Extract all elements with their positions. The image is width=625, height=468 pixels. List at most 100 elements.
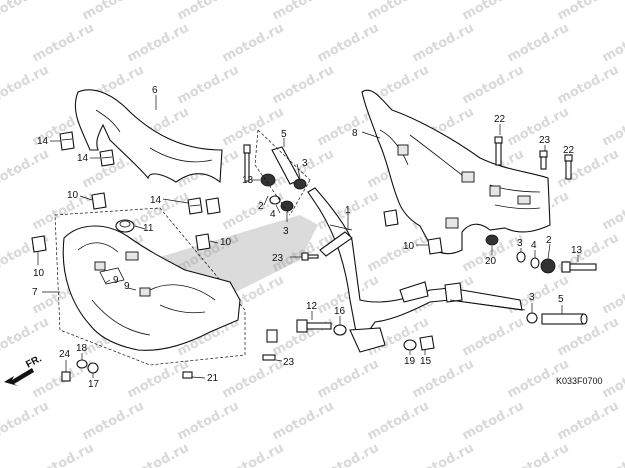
watermark-text: motod.ru xyxy=(80,0,147,24)
callout-23: 23 xyxy=(272,253,284,264)
callout-10: 10 xyxy=(33,268,45,279)
callout-8: 8 xyxy=(352,128,358,139)
collar-part-5b[interactable] xyxy=(541,313,588,325)
washer-part-4b[interactable] xyxy=(530,257,540,269)
watermark-text: motod.ru xyxy=(555,399,622,444)
callout-6: 6 xyxy=(152,85,158,96)
callout-23: 23 xyxy=(539,135,551,146)
watermark-text: motod.ru xyxy=(460,315,527,360)
watermark-text: motod.ru xyxy=(365,399,432,444)
watermark-text: motod.ru xyxy=(220,441,287,468)
grommet-part-17[interactable] xyxy=(87,362,99,374)
callout-14: 14 xyxy=(77,153,89,164)
rear-handlebar-cover-part-8[interactable] xyxy=(361,89,551,255)
watermark-text: motod.ru xyxy=(505,21,572,66)
callout-9: 9 xyxy=(113,275,119,286)
callout-3: 3 xyxy=(283,226,289,237)
bolt-part-23c[interactable] xyxy=(262,329,278,361)
watermark-text: motod.ru xyxy=(30,441,97,468)
callout-23: 23 xyxy=(283,357,295,368)
watermark-text: motod.ru xyxy=(315,357,382,402)
callout-4: 4 xyxy=(270,209,276,220)
clip-part-14b[interactable] xyxy=(99,149,115,167)
lower-front-cover-part-7[interactable] xyxy=(62,225,241,351)
washer-part-16[interactable] xyxy=(333,324,347,336)
clip-part-14c[interactable] xyxy=(187,197,203,215)
callout-5: 5 xyxy=(558,294,564,305)
washer-part-4a[interactable] xyxy=(269,195,281,205)
watermark-text: motod.ru xyxy=(600,273,625,318)
callout-4: 4 xyxy=(531,240,537,251)
rubber-part-2a[interactable] xyxy=(260,173,276,187)
rubber-part-3a[interactable] xyxy=(293,178,307,190)
watermark-text: motod.ru xyxy=(600,21,625,66)
callout-10: 10 xyxy=(220,237,232,248)
bolt-part-23a[interactable] xyxy=(539,150,548,170)
direction-label: FR. xyxy=(24,353,44,370)
watermark-text: motod.ru xyxy=(0,0,52,24)
bolt-part-23b[interactable] xyxy=(301,252,319,261)
upper-front-cover-part-6[interactable] xyxy=(74,89,223,184)
callout-13: 13 xyxy=(571,245,583,256)
callout-9: 9 xyxy=(124,281,130,292)
watermark-text: motod.ru xyxy=(0,63,52,108)
bolt-part-22a[interactable] xyxy=(494,136,503,166)
clip-nut-part-10c[interactable] xyxy=(31,235,47,253)
callout-20: 20 xyxy=(485,256,497,267)
rubber-part-2b[interactable] xyxy=(540,258,556,274)
watermark-text: motod.ru xyxy=(410,441,477,468)
watermark-text: motod.ru xyxy=(600,441,625,468)
watermark-text: motod.ru xyxy=(315,21,382,66)
callout-19: 19 xyxy=(404,356,416,367)
nut-part-15[interactable] xyxy=(419,335,435,351)
watermark-text: motod.ru xyxy=(30,21,97,66)
watermark-text: motod.ru xyxy=(220,357,287,402)
watermark-text: motod.ru xyxy=(125,21,192,66)
assembly-guide-lines xyxy=(254,129,311,216)
washer-part-19[interactable] xyxy=(403,339,417,351)
clip-part-14a[interactable] xyxy=(59,131,75,151)
watermark-text: motod.ru xyxy=(365,0,432,24)
callout-10: 10 xyxy=(67,190,79,201)
callout-16: 16 xyxy=(334,306,346,317)
watermark-text: motod.ru xyxy=(125,357,192,402)
watermark-text: motod.ru xyxy=(270,399,337,444)
callout-11: 11 xyxy=(143,223,154,234)
watermark-text: motod.ru xyxy=(460,0,527,24)
screw-part-21[interactable] xyxy=(182,371,193,379)
watermark-text: motod.ru xyxy=(555,0,622,24)
clip-nut-part-10e[interactable] xyxy=(383,209,399,227)
callout-2: 2 xyxy=(546,235,552,246)
watermark-text: motod.ru xyxy=(175,399,242,444)
grommet-part-11[interactable] xyxy=(115,219,135,233)
callout-3: 3 xyxy=(517,238,523,249)
bolt-part-13a[interactable] xyxy=(243,144,251,182)
callout-5: 5 xyxy=(281,129,287,140)
washer-part-18[interactable] xyxy=(76,359,88,369)
callout-10: 10 xyxy=(403,241,415,252)
clip-nut-part-10b[interactable] xyxy=(195,233,211,251)
callout-24: 24 xyxy=(59,349,71,360)
watermark-text: motod.ru xyxy=(600,189,625,234)
rubber-part-3b[interactable] xyxy=(280,200,294,212)
bolt-part-22b[interactable] xyxy=(564,154,573,180)
watermark-text: motod.ru xyxy=(0,399,52,444)
part-7-outline-box xyxy=(54,207,246,366)
bolt-part-24[interactable] xyxy=(61,371,71,382)
callout-2: 2 xyxy=(258,201,264,212)
diagram-code: K033F0700 xyxy=(556,376,603,386)
clip-nut-part-10d[interactable] xyxy=(427,237,443,255)
callout-1: 1 xyxy=(345,205,351,216)
watermark-text: motod.ru xyxy=(220,21,287,66)
bolt-part-12[interactable] xyxy=(296,319,332,333)
clip-nut-part-10a[interactable] xyxy=(91,192,107,210)
rubber-part-3c[interactable] xyxy=(516,251,526,263)
callout-3: 3 xyxy=(529,292,535,303)
grommet-part-20[interactable] xyxy=(485,234,499,246)
bolt-part-13b[interactable] xyxy=(561,261,597,273)
callout-22: 22 xyxy=(563,145,575,156)
handlebar-pipe-part-1[interactable] xyxy=(307,187,526,353)
rubber-part-3d[interactable] xyxy=(526,312,538,324)
watermark-text: motod.ru xyxy=(505,441,572,468)
clip-part-14d[interactable] xyxy=(205,197,221,215)
